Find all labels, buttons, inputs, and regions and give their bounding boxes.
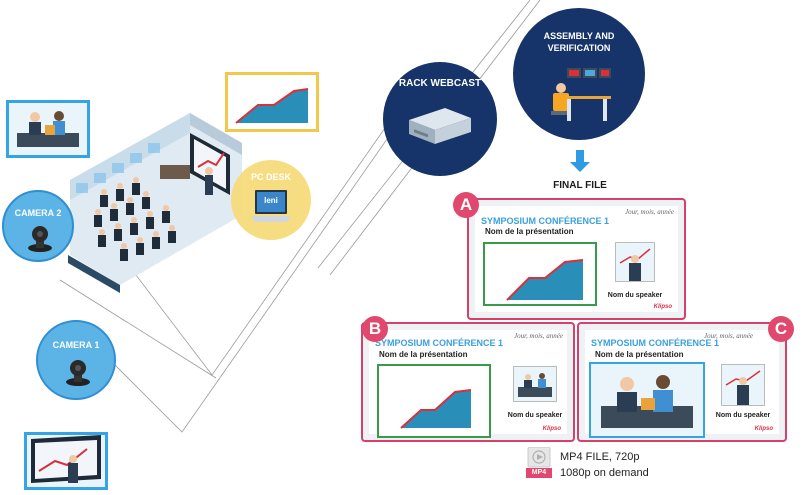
assembly-label: ASSEMBLY AND VERIFICATION <box>543 31 615 53</box>
meeting-people-icon <box>9 103 87 155</box>
layout-subtitle: Nom de la présentation <box>379 350 468 359</box>
camera-icon <box>66 360 90 386</box>
pc-desk-label: PC DESK <box>250 172 291 182</box>
line-room-rack-2 <box>59 279 217 379</box>
line-cam1-rack <box>99 131 393 433</box>
layout-title: SYMPOSIUM CONFÉRENCE 1 <box>591 338 720 348</box>
speaker-photo <box>721 364 765 406</box>
badge-c: C <box>768 316 794 342</box>
camera1-thumbnail <box>24 432 108 490</box>
speaker-photo <box>513 366 557 402</box>
assembly-node: ASSEMBLY AND VERIFICATION <box>513 8 645 140</box>
mp4-file-icon: MP4 <box>524 446 554 481</box>
rack-webcast-node: RACK WEBCAST <box>383 62 497 176</box>
brand-logo: Klipso <box>754 426 773 432</box>
pc-desk-node: PC DESK leni <box>231 160 311 240</box>
layout-c-panel: SYMPOSIUM CONFÉRENCE 1 Nom de la présent… <box>577 322 787 442</box>
camera2-label: CAMERA 2 <box>14 208 62 218</box>
camera1-node: CAMERA 1 <box>36 320 116 400</box>
mp4-badge: MP4 <box>526 468 552 478</box>
layout-date: Jour, mois, année <box>514 332 563 340</box>
meeting-people-icon <box>601 375 693 428</box>
pc-logo-text: leni <box>264 196 278 205</box>
layout-b-panel: SYMPOSIUM CONFÉRENCE 1 Nom de la présent… <box>361 322 575 442</box>
meeting-people-icon <box>514 367 556 401</box>
speaker-at-screen-icon <box>27 435 105 487</box>
camera-icon <box>28 226 52 252</box>
slide-box <box>377 364 491 438</box>
rack-webcast-label: RACK WEBCAST <box>398 78 482 89</box>
speaker-name: Nom du speaker <box>507 412 563 419</box>
chart-slide-icon <box>506 259 584 301</box>
speaker-photo <box>615 242 655 282</box>
badge-a: A <box>453 192 479 218</box>
output-format: MP4 FILE, 720p <box>560 451 640 463</box>
camera1-label: CAMERA 1 <box>52 340 100 350</box>
down-arrow-icon <box>570 150 590 172</box>
server-rack-icon <box>409 108 471 144</box>
camera2-node: CAMERA 2 <box>2 190 74 262</box>
laptop-icon <box>251 190 291 222</box>
chart-slide-icon <box>235 88 309 124</box>
layout-title: SYMPOSIUM CONFÉRENCE 1 <box>481 216 610 226</box>
output-note: 1080p on demand <box>560 467 649 479</box>
layout-date: Jour, mois, année <box>625 208 674 216</box>
final-file-label: FINAL FILE <box>553 180 607 191</box>
layout-subtitle: Nom de la présentation <box>485 227 574 236</box>
speaker-video-box <box>589 362 705 438</box>
brand-logo: Klipso <box>653 304 672 310</box>
layout-subtitle: Nom de la présentation <box>595 350 684 359</box>
layout-a-panel: SYMPOSIUM CONFÉRENCE 1 Nom de la présent… <box>467 198 686 320</box>
brand-logo: Klipso <box>542 426 561 432</box>
badge-b: B <box>362 316 388 342</box>
slide-box <box>483 242 597 306</box>
layout-title: SYMPOSIUM CONFÉRENCE 1 <box>375 338 504 348</box>
speaker-name: Nom du speaker <box>607 292 663 299</box>
speaker-name: Nom du speaker <box>715 412 771 419</box>
layout-date: Jour, mois, année <box>704 332 753 340</box>
operator-workstation-icon <box>551 68 611 121</box>
speaker-icon <box>722 365 764 405</box>
conference-room-illustration <box>68 113 242 293</box>
camera2-thumbnail <box>6 100 90 158</box>
pc-desk-thumbnail <box>225 72 319 132</box>
play-icon <box>527 446 551 468</box>
chart-slide-icon <box>400 389 472 429</box>
speaker-icon <box>616 243 654 281</box>
